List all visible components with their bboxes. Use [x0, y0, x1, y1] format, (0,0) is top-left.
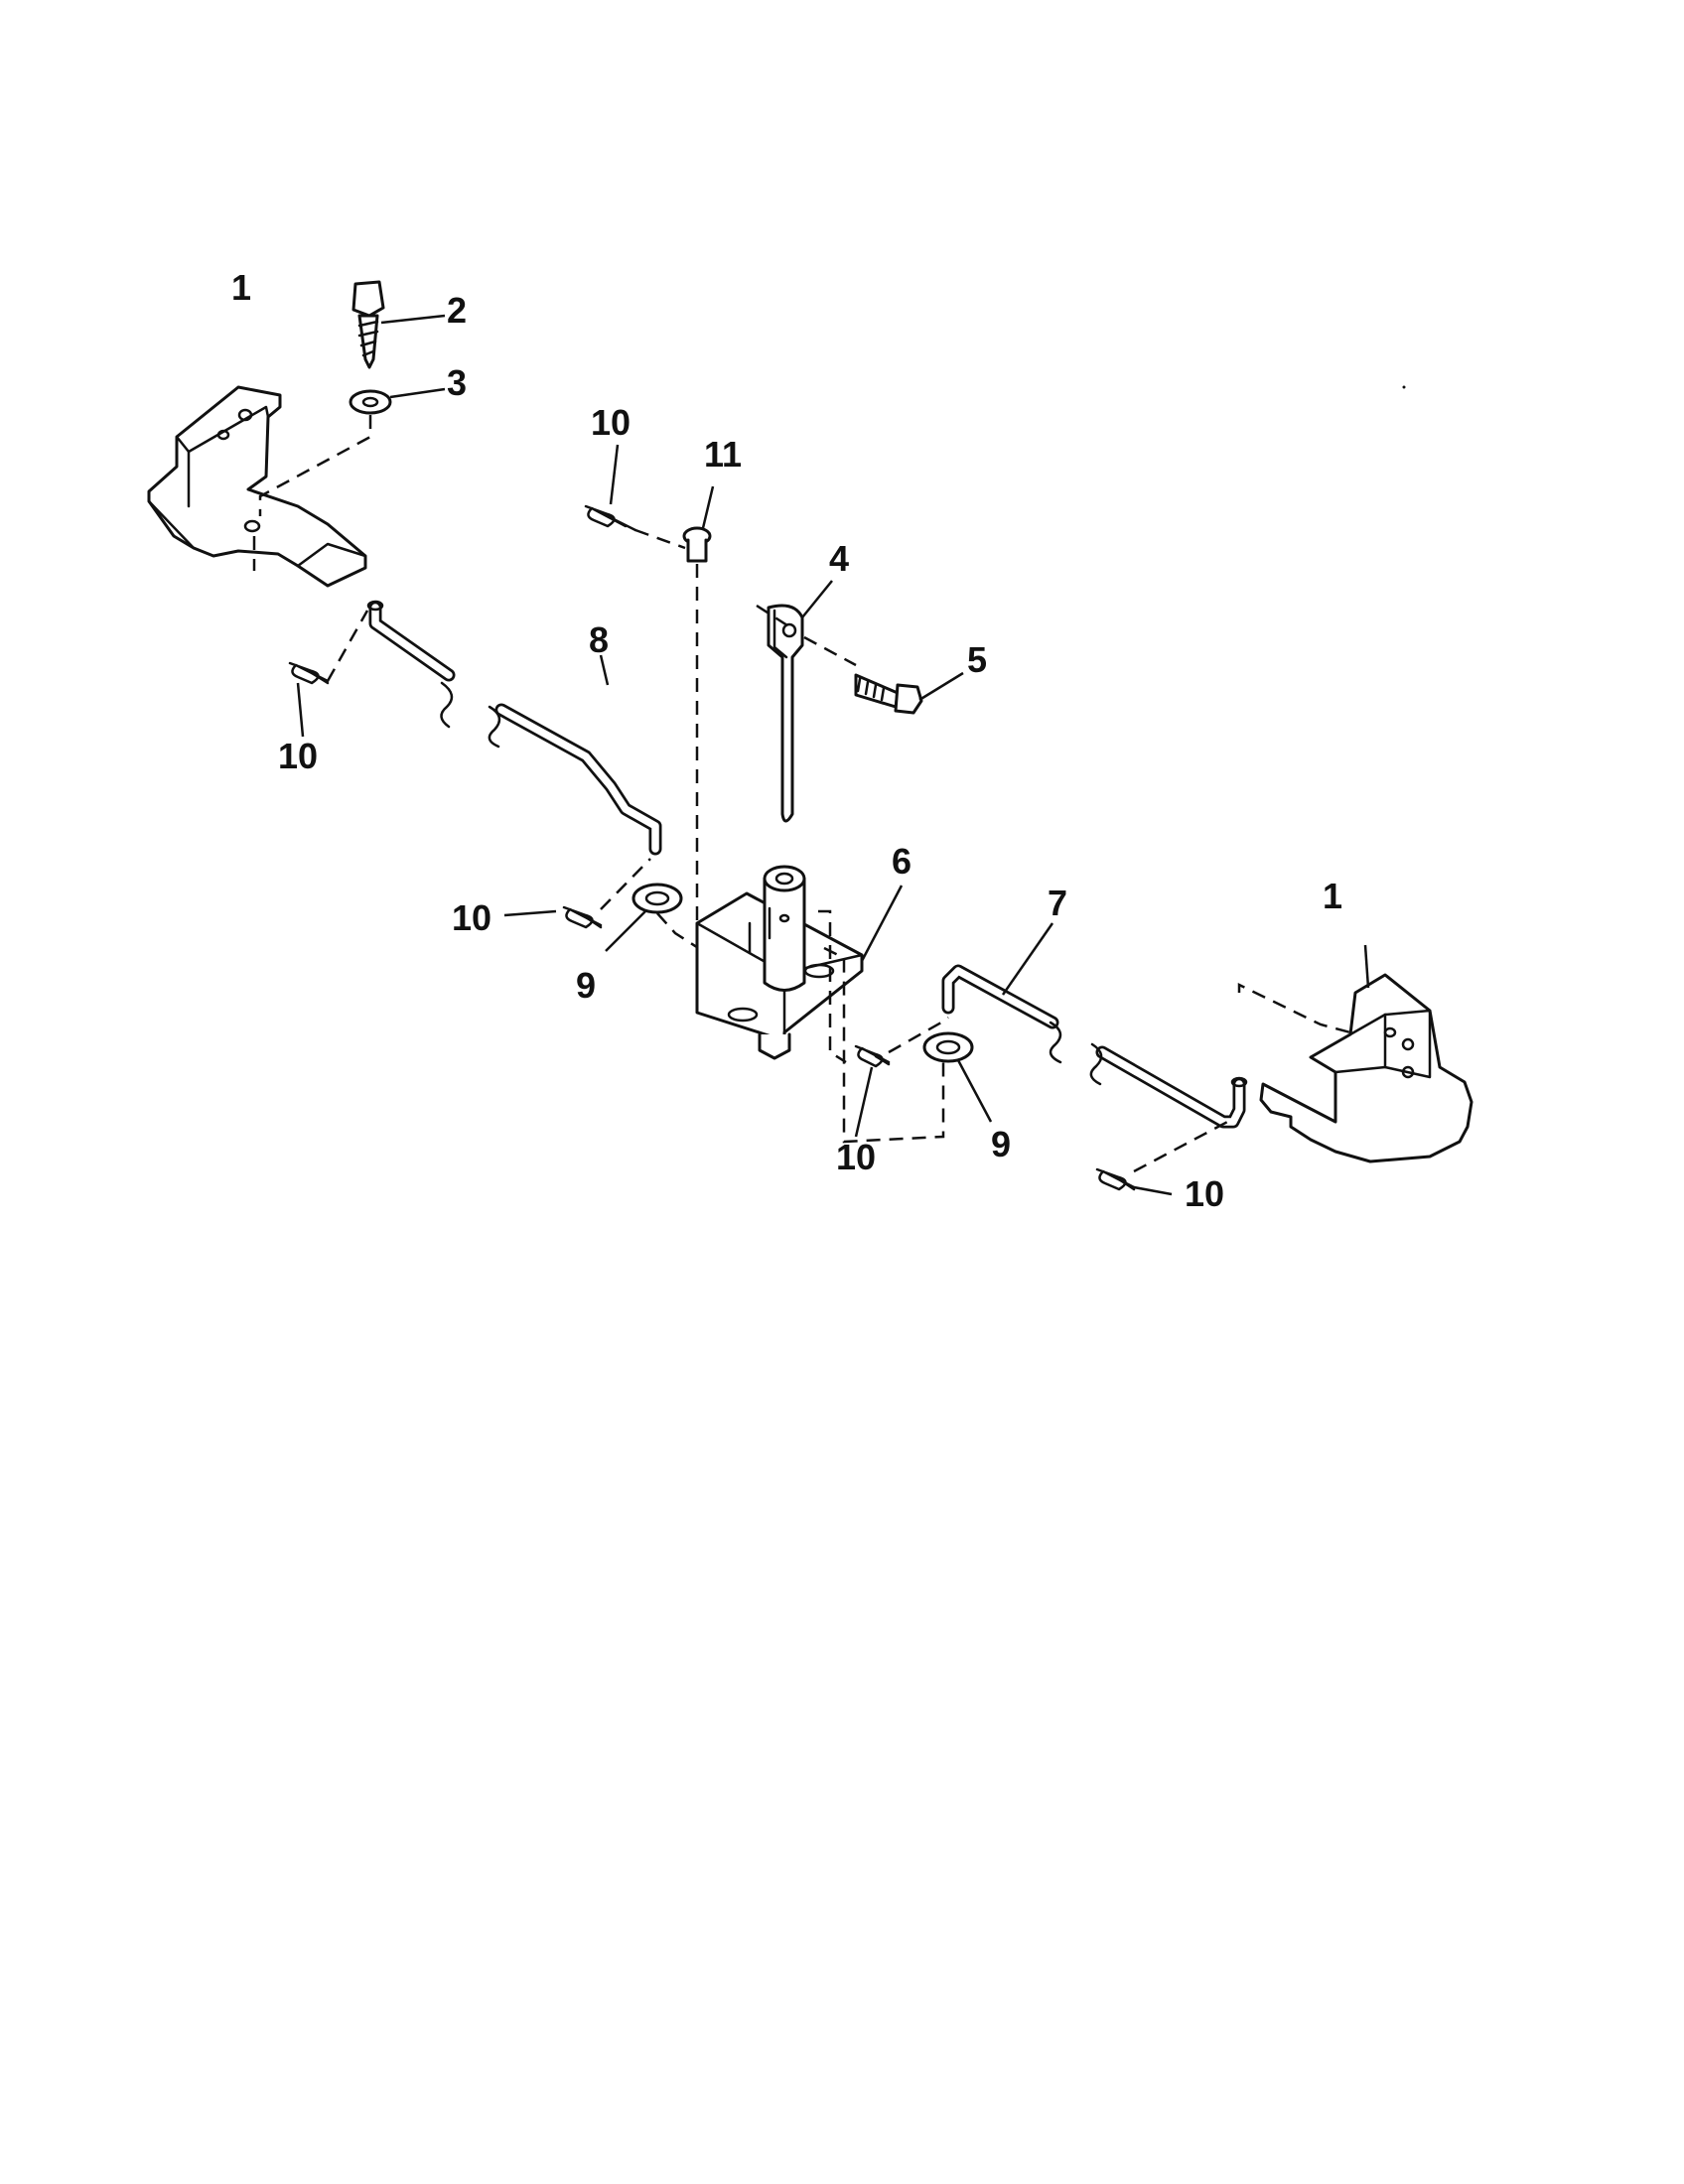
callout-6: 6 [892, 841, 912, 882]
callout-9-left: 9 [576, 965, 596, 1006]
bracket-left [147, 385, 367, 588]
callout-5: 5 [967, 639, 987, 680]
clip-10-midright [854, 1044, 891, 1138]
callout-8: 8 [589, 619, 609, 660]
callout-10-midright: 10 [836, 1137, 876, 1177]
rod-7 [941, 922, 1248, 1129]
pin-11 [682, 485, 715, 563]
callout-10-midleft: 10 [452, 897, 491, 938]
callout-10-top: 10 [591, 402, 631, 443]
speck [1402, 385, 1406, 389]
bracket-right [1259, 944, 1474, 1163]
clip-10-left [288, 661, 330, 738]
callout-7: 7 [1048, 883, 1067, 923]
rod-4 [767, 580, 833, 823]
callout-10-left: 10 [278, 736, 318, 776]
washer-9-right [922, 1031, 993, 1123]
rod-8 [366, 600, 662, 856]
callout-11: 11 [704, 434, 742, 475]
screw-5 [854, 671, 964, 715]
washer-9-left [605, 883, 683, 952]
callout-1-right: 1 [1323, 876, 1342, 916]
callout-3: 3 [447, 362, 467, 403]
callout-2: 2 [447, 290, 467, 331]
callout-9-right: 9 [991, 1124, 1011, 1164]
washer-3 [349, 387, 446, 415]
callout-1-left: 1 [231, 267, 251, 308]
clip-10-top [584, 444, 637, 532]
clip-10-midleft [503, 905, 603, 929]
callout-10-bottom: 10 [1185, 1173, 1224, 1214]
clip-10-bottom [1095, 1167, 1173, 1196]
screw-2 [351, 280, 446, 369]
plate-6 [695, 865, 904, 1060]
callout-4: 4 [829, 538, 849, 579]
